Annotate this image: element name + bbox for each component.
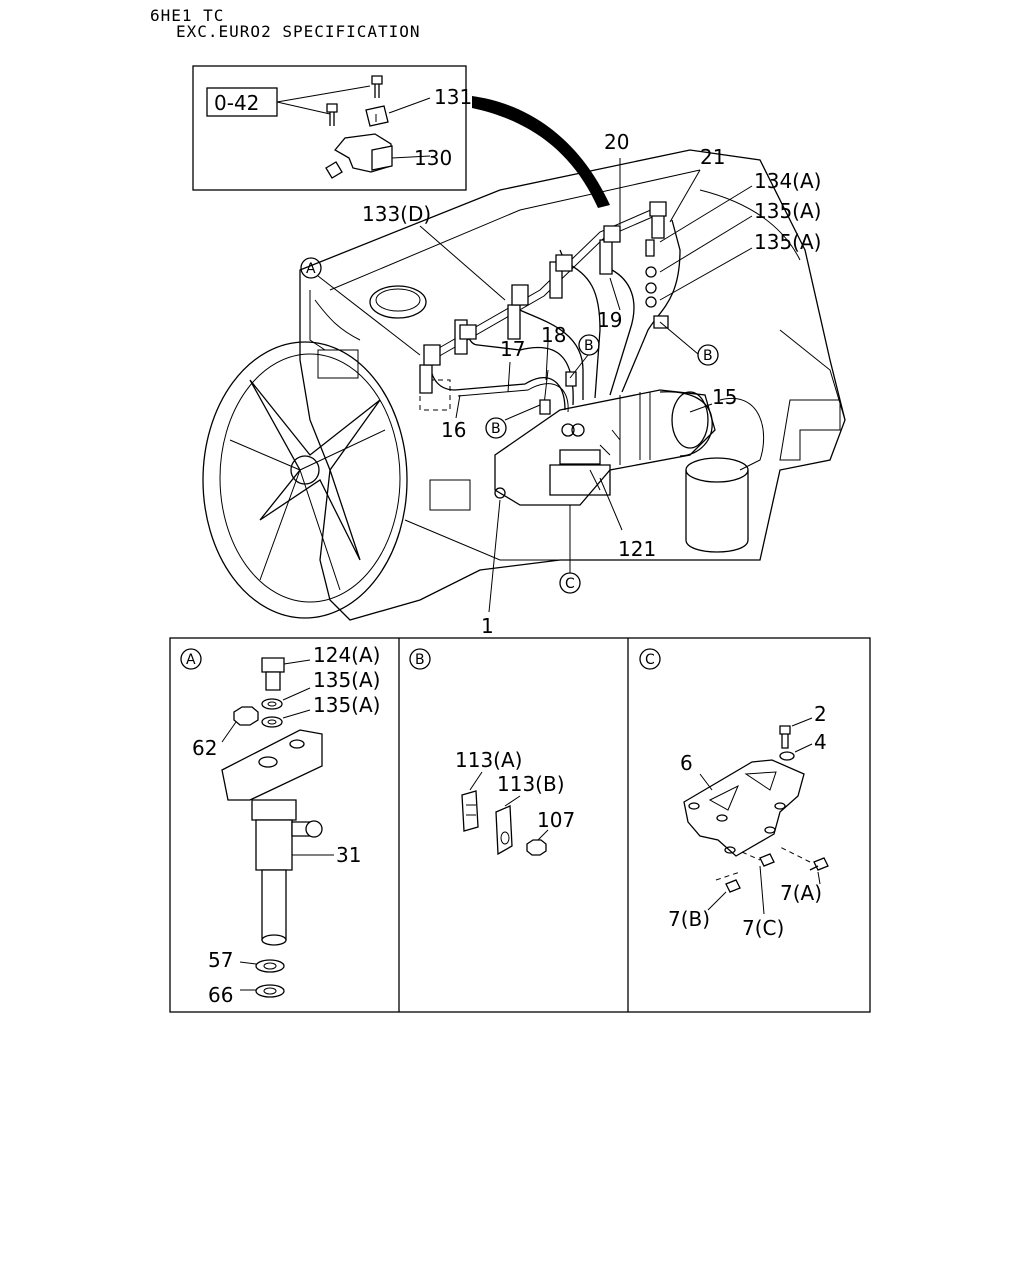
label-7a: 7(A) <box>780 881 822 905</box>
cooling-fan <box>202 341 408 619</box>
label-1: 1 <box>481 614 494 638</box>
label-7b: 7(B) <box>668 907 710 931</box>
inset-pointer-arrow <box>472 96 610 208</box>
svg-text:A: A <box>306 261 316 277</box>
panel-a-injector-detail: A 124(A) 135(A) 135(A) 62 31 <box>180 643 380 1007</box>
svg-text:A: A <box>186 652 196 668</box>
label-107: 107 <box>537 808 575 832</box>
marker-c: C <box>559 572 581 594</box>
marker-b-3: B <box>485 417 507 439</box>
label-113a: 113(A) <box>455 748 522 772</box>
label-7c: 7(C) <box>742 916 784 940</box>
svg-text:B: B <box>703 348 713 364</box>
label-18: 18 <box>541 323 566 347</box>
label-133d: 133(D) <box>362 202 431 226</box>
injection-pipes <box>419 201 681 415</box>
label-16: 16 <box>441 418 466 442</box>
label-4: 4 <box>814 730 827 754</box>
svg-text:B: B <box>584 338 594 354</box>
label-135a-panel-2: 135(A) <box>313 693 380 717</box>
diagram-title-model: 6HE1 TC <box>150 6 225 25</box>
svg-text:C: C <box>565 576 575 592</box>
label-135a-1: 135(A) <box>754 199 821 223</box>
label-130: 130 <box>414 146 452 170</box>
label-66: 66 <box>208 983 233 1007</box>
label-57: 57 <box>208 948 233 972</box>
label-20: 20 <box>604 130 629 154</box>
label-15: 15 <box>712 385 737 409</box>
label-131: 131 <box>434 85 472 109</box>
label-134a: 134(A) <box>754 169 821 193</box>
marker-b-1: B <box>578 334 600 356</box>
panel-a-tag: A <box>180 648 202 670</box>
inset-bracket-box: 0-42 131 130 <box>192 65 472 191</box>
label-62: 62 <box>192 736 217 760</box>
svg-text:C: C <box>645 652 655 668</box>
label-17: 17 <box>500 337 525 361</box>
label-113b: 113(B) <box>497 772 565 796</box>
label-135a-panel-1: 135(A) <box>313 668 380 692</box>
ref-label-0-42: 0-42 <box>214 91 259 115</box>
panel-c-tag: C <box>639 648 661 670</box>
label-135a-2: 135(A) <box>754 230 821 254</box>
panel-b-tag: B <box>409 648 431 670</box>
marker-b-2: B <box>697 344 719 366</box>
label-124a: 124(A) <box>313 643 380 667</box>
engine-block <box>299 149 846 621</box>
panel-b-clamp-detail: B 113(A) 113(B) 107 <box>409 648 575 856</box>
label-21: 21 <box>700 145 725 169</box>
label-6: 6 <box>680 751 693 775</box>
label-2: 2 <box>814 702 827 726</box>
injection-pump <box>494 389 716 506</box>
label-31: 31 <box>336 843 361 867</box>
label-19: 19 <box>597 308 622 332</box>
svg-text:B: B <box>491 421 501 437</box>
diagram-title-spec: EXC.EURO2 SPECIFICATION <box>176 22 421 41</box>
label-121: 121 <box>618 537 656 561</box>
svg-text:B: B <box>415 652 425 668</box>
panel-c-bracket-detail: C 2 4 6 7(A) 7(B) 7(C) <box>639 648 829 940</box>
marker-a: A <box>300 257 322 279</box>
detail-panels <box>169 637 871 1013</box>
main-callouts: 20 21 134(A) 135(A) 135(A) 133(D) A 18 1… <box>300 130 821 638</box>
